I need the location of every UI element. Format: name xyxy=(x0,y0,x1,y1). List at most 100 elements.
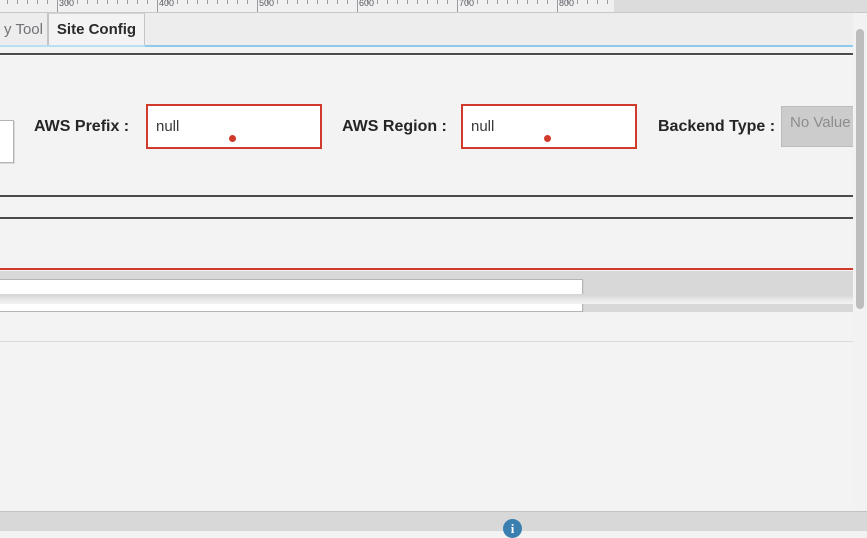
ruler-tick-minor xyxy=(397,0,398,4)
ruler-tick-minor xyxy=(127,0,128,4)
ruler-tick-minor xyxy=(267,0,268,4)
ruler-tick-minor xyxy=(377,0,378,4)
ruler-tick-minor xyxy=(107,0,108,4)
ruler-tick-major xyxy=(557,0,558,12)
bottom-blank-region xyxy=(0,351,853,511)
ruler-tick-minor xyxy=(587,0,588,4)
ruler-tick-minor xyxy=(7,0,8,4)
ruler-tick-minor xyxy=(577,0,578,4)
ruler-label: 800 xyxy=(559,0,575,8)
ruler-tick-minor xyxy=(77,0,78,4)
ruler-tick-minor xyxy=(437,0,438,4)
ruler-tick-major xyxy=(457,0,458,12)
red-separator-rule xyxy=(0,268,853,270)
lower-blank-region xyxy=(0,312,853,342)
ruler-tick-major xyxy=(57,0,58,12)
partial-field-input-clipped[interactable] xyxy=(0,120,14,163)
tab-deploy-tool-label: y Tool xyxy=(4,20,43,38)
ruler-tick-minor xyxy=(247,0,248,4)
tab-bar: y Tool Site Config xyxy=(0,13,867,46)
ruler-tick-minor xyxy=(487,0,488,4)
vertical-scrollbar-track[interactable] xyxy=(853,13,867,511)
panel-shadow-band xyxy=(0,294,867,304)
ruler-tick-major xyxy=(257,0,258,12)
ruler-tick-minor xyxy=(37,0,38,4)
ruler-active-region xyxy=(0,0,614,12)
ruler-label: 400 xyxy=(159,0,175,8)
ruler-tick-minor xyxy=(537,0,538,4)
ruler-tick-minor xyxy=(137,0,138,4)
ruler-tick-minor xyxy=(27,0,28,4)
backend-type-input-disabled: No Value xyxy=(781,106,863,147)
ruler-tick-minor xyxy=(167,0,168,4)
ruler-tick-minor xyxy=(427,0,428,4)
ruler-tick-minor xyxy=(387,0,388,4)
ruler-tick-minor xyxy=(507,0,508,4)
tab-site-config-label: Site Config xyxy=(56,21,137,38)
ruler-tick-minor xyxy=(117,0,118,4)
content-area: AWS Prefix : AWS Region : Backend Type :… xyxy=(0,47,863,511)
vertical-scrollbar-thumb[interactable] xyxy=(856,29,864,309)
aws-config-form-row: AWS Prefix : AWS Region : Backend Type :… xyxy=(0,56,863,195)
aws-region-error-dot xyxy=(544,135,551,142)
ruler-tick-minor xyxy=(67,0,68,4)
divider-middle-lower xyxy=(0,217,853,219)
ruler-tick-minor xyxy=(317,0,318,4)
ruler-tick-minor xyxy=(177,0,178,4)
status-bar xyxy=(0,511,867,531)
tab-deploy-tool[interactable]: y Tool xyxy=(0,13,48,45)
ruler-tick-minor xyxy=(347,0,348,4)
ruler-label: 600 xyxy=(359,0,375,8)
ruler-tick-minor xyxy=(237,0,238,4)
ruler-tick-minor xyxy=(407,0,408,4)
ruler-inactive-region xyxy=(614,0,867,12)
divider-middle-upper xyxy=(0,195,853,197)
ruler-tick-minor xyxy=(277,0,278,4)
aws-prefix-label: AWS Prefix : xyxy=(34,118,130,135)
ruler-tick-minor xyxy=(227,0,228,4)
ruler-tick-minor xyxy=(367,0,368,4)
ruler-tick-minor xyxy=(97,0,98,4)
aws-prefix-input[interactable] xyxy=(146,104,322,149)
aws-prefix-error-dot xyxy=(229,135,236,142)
ruler-tick-minor xyxy=(87,0,88,4)
toolbar-panel xyxy=(0,271,853,312)
ruler-tick-minor xyxy=(207,0,208,4)
tab-underline xyxy=(0,45,867,47)
ruler-tick-minor xyxy=(597,0,598,4)
ruler-tick-minor xyxy=(527,0,528,4)
backend-type-label: Backend Type : xyxy=(658,118,776,135)
divider-top xyxy=(0,53,853,55)
tab-bar-filler xyxy=(145,13,867,45)
aws-region-input[interactable] xyxy=(461,104,637,149)
ruler-tick-minor xyxy=(197,0,198,4)
mid-section-blank xyxy=(0,219,853,268)
ruler-tick-minor xyxy=(187,0,188,4)
ruler-tick-minor xyxy=(47,0,48,4)
tab-site-config[interactable]: Site Config xyxy=(48,13,145,45)
divider-top-highlight xyxy=(0,55,853,56)
ruler-label: 500 xyxy=(259,0,275,8)
ruler-tick-minor xyxy=(447,0,448,4)
ruler-tick-minor xyxy=(497,0,498,4)
ruler-tick-minor xyxy=(607,0,608,4)
ruler-tick-minor xyxy=(547,0,548,4)
ruler-tick-major xyxy=(357,0,358,12)
tab-underline-active-segment xyxy=(0,45,145,47)
ruler-tick-minor xyxy=(147,0,148,4)
ruler-tick-minor xyxy=(17,0,18,4)
ruler-tick-minor xyxy=(327,0,328,4)
ruler-tick-minor xyxy=(567,0,568,4)
ruler-tick-minor xyxy=(307,0,308,4)
ruler-tick-minor xyxy=(287,0,288,4)
aws-region-label: AWS Region : xyxy=(342,118,447,135)
ruler-tick-minor xyxy=(337,0,338,4)
info-icon[interactable]: i xyxy=(503,519,522,538)
ruler-tick-minor xyxy=(517,0,518,4)
ruler-tick-minor xyxy=(477,0,478,4)
ruler-tick-minor xyxy=(467,0,468,4)
ruler-label: 700 xyxy=(459,0,475,8)
ruler-tick-major xyxy=(157,0,158,12)
ruler-tick-minor xyxy=(217,0,218,4)
